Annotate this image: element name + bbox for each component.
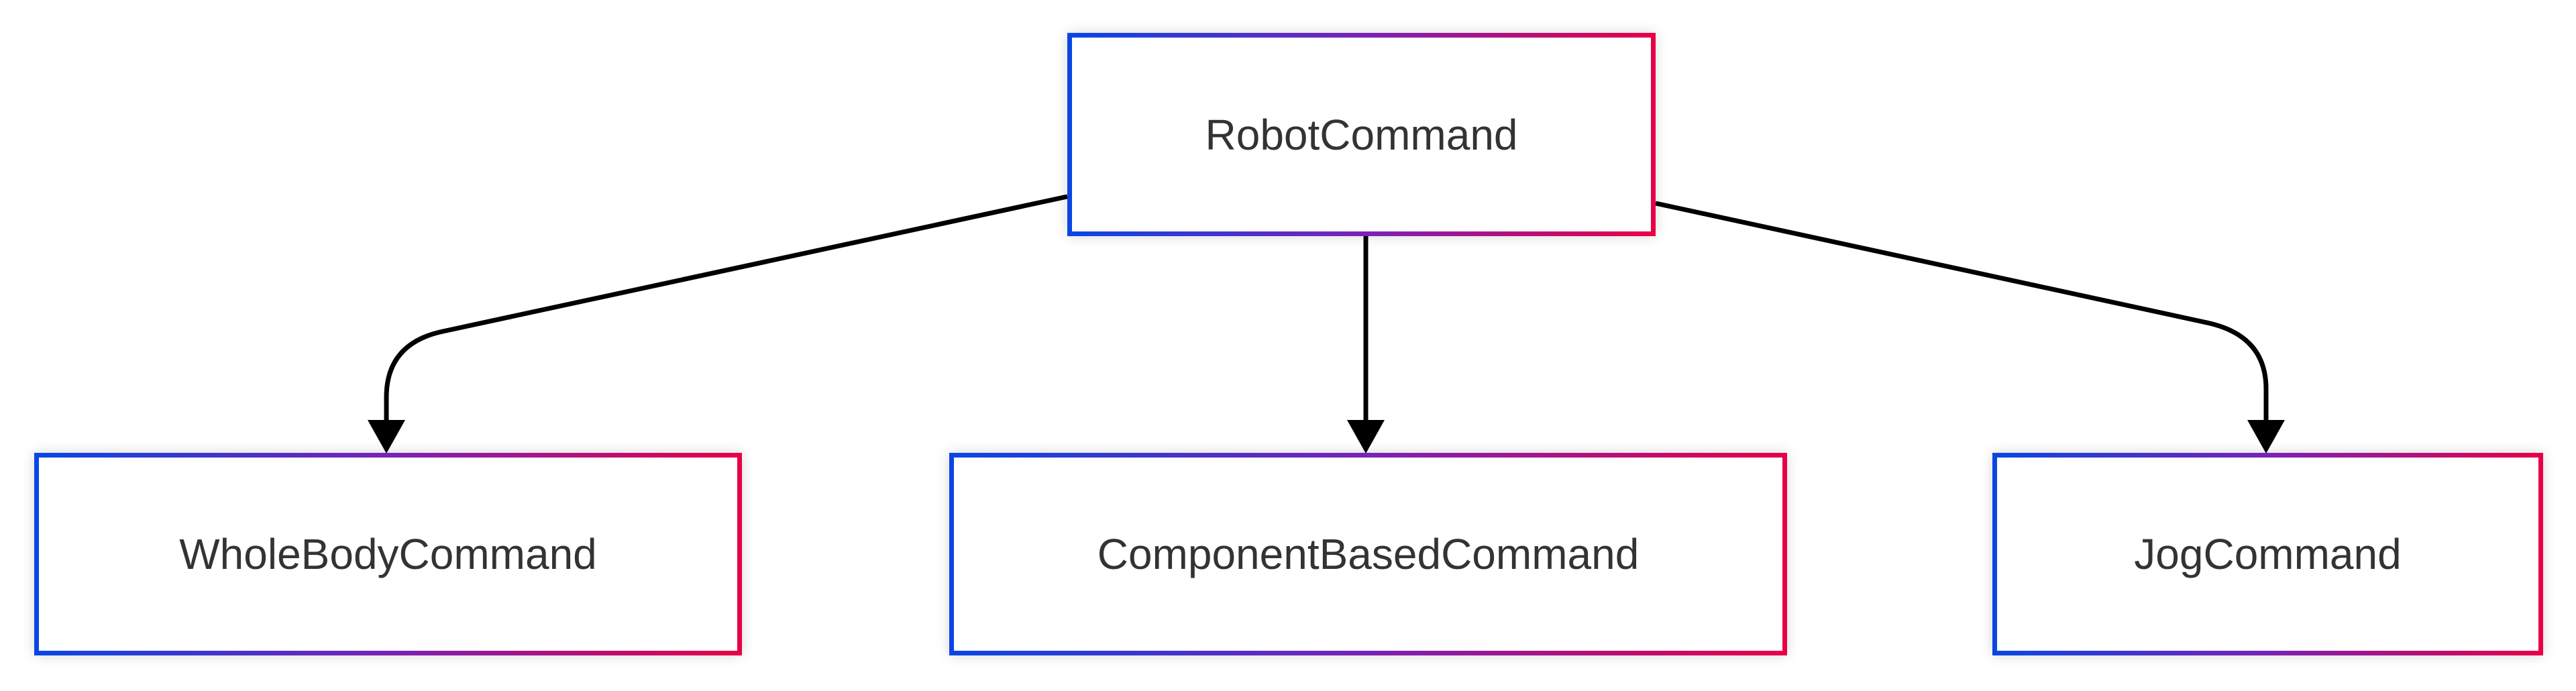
node-componentbasedcommand: ComponentBasedCommand (949, 453, 1787, 655)
arrowhead-down-icon (368, 420, 405, 454)
edge-robotcommand-componentbasedcommand (1347, 236, 1385, 454)
node-robotcommand: RobotCommand (1067, 33, 1656, 236)
node-jogcommand-label: JogCommand (2134, 530, 2402, 578)
node-jogcommand: JogCommand (1992, 453, 2543, 655)
node-componentbasedcommand-label: ComponentBasedCommand (1097, 530, 1640, 578)
node-wholebodycommand-label: WholeBodyCommand (179, 530, 597, 578)
node-robotcommand-label: RobotCommand (1205, 110, 1518, 159)
edge-robotcommand-wholebodycommand (368, 194, 1068, 454)
arrowhead-down-icon (1347, 420, 1385, 454)
edge-robotcommand-jogcommand (1655, 201, 2285, 454)
arrowhead-down-icon (2247, 420, 2285, 454)
node-wholebodycommand: WholeBodyCommand (34, 453, 742, 655)
